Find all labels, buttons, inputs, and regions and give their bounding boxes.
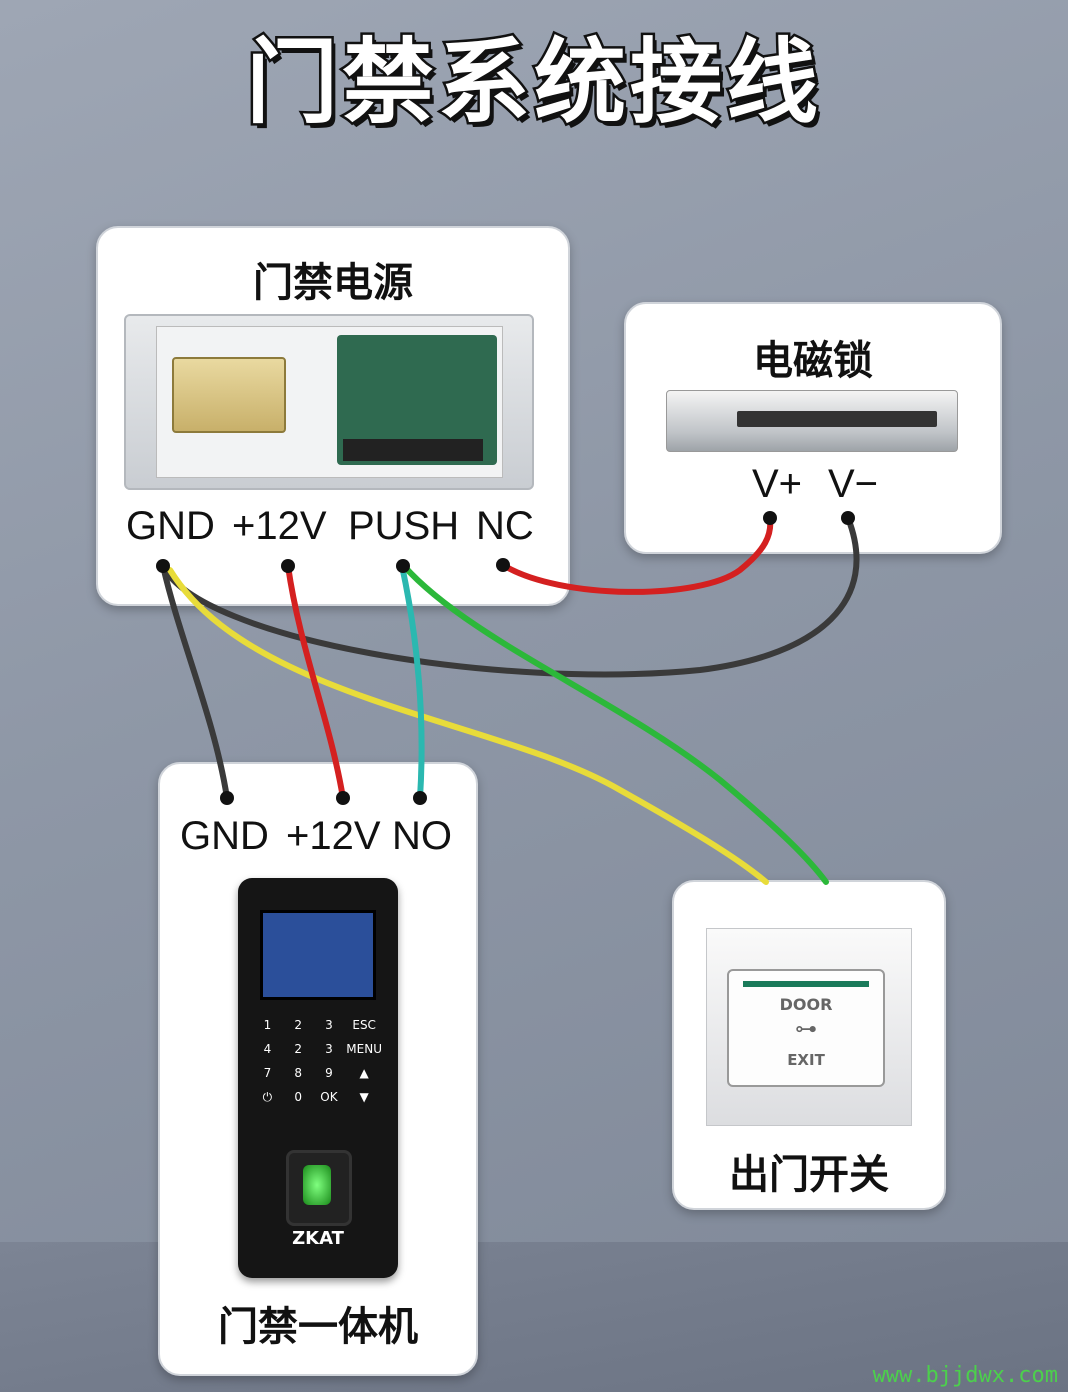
power-supply-title: 门禁电源 <box>253 260 413 306</box>
keypad-key: ▼ <box>359 1090 369 1104</box>
keypad-key: 0 <box>294 1090 302 1104</box>
psu-enclosure <box>156 326 503 478</box>
keypad-key: 3 <box>325 1042 333 1056</box>
exit-indicator-bar <box>743 981 869 987</box>
lock-terminal-vminus: V− <box>828 462 879 506</box>
mag-lock-title: 电磁锁 <box>753 338 873 384</box>
fingerprint-glow <box>303 1165 331 1205</box>
psu-push-terminal-dot <box>396 559 410 573</box>
exit-label-exit: EXIT <box>787 1051 825 1069</box>
wire-teal-reader <box>399 563 425 801</box>
fingerprint-sensor-icon <box>286 1150 352 1226</box>
exit-label-door: DOOR <box>779 995 833 1014</box>
keypad-key: ⏻ <box>262 1090 273 1104</box>
lock-vminus-terminal-dot <box>841 511 855 525</box>
reader-terminal-12v: +12V <box>286 814 381 858</box>
wire-black-lock <box>160 515 860 678</box>
keypad-key: 3 <box>325 1018 333 1032</box>
lock-terminal-vplus: V+ <box>752 462 803 506</box>
transformer-icon <box>172 357 286 433</box>
wire-black-reader <box>160 563 230 801</box>
reader-no-terminal-dot <box>413 791 427 805</box>
wire-green-exit <box>401 563 829 885</box>
wire-yellow-exit <box>167 567 769 885</box>
reader-brand: ZKAT <box>292 1228 344 1249</box>
page-title: 门禁系统接线 <box>243 27 822 139</box>
exit-button-title: 出门开关 <box>729 1152 889 1198</box>
psu-terminal-gnd: GND <box>126 504 215 548</box>
keypad-key: 4 <box>263 1042 272 1056</box>
keypad-key: OK <box>320 1090 338 1104</box>
psu-12v-terminal-dot <box>281 559 295 573</box>
key-icon: ⊶ <box>795 1017 817 1042</box>
exit-button-image: DOOR ⊶ EXIT <box>706 928 912 1126</box>
reader-screen <box>260 910 376 1000</box>
power-supply-image <box>124 314 534 490</box>
keypad-key: 9 <box>325 1066 333 1080</box>
psu-gnd-terminal-dot <box>156 559 170 573</box>
wire-red-lock <box>500 515 774 595</box>
reader-keypad: 1 2 3 ESC 4 2 3 MENU 7 8 9 ▲ ⏻ 0 OK ▼ <box>254 1018 382 1105</box>
access-reader-image: 1 2 3 ESC 4 2 3 MENU 7 8 9 ▲ ⏻ 0 OK ▼ ZK… <box>238 878 398 1278</box>
keypad-key: ESC <box>352 1018 376 1032</box>
wire-red-reader <box>285 563 346 801</box>
reader-terminal-no: NO <box>392 814 452 858</box>
reader-terminal-gnd: GND <box>180 814 269 858</box>
psu-terminal-push: PUSH <box>348 504 460 548</box>
mag-lock-slot <box>737 411 937 427</box>
keypad-key: 1 <box>263 1018 272 1032</box>
terminal-block-icon <box>343 439 483 461</box>
psu-nc-terminal-dot <box>496 558 510 572</box>
psu-terminal-12v: +12V <box>232 504 327 548</box>
reader-gnd-terminal-dot <box>220 791 234 805</box>
keypad-key: 2 <box>294 1042 302 1056</box>
keypad-key: MENU <box>346 1042 382 1056</box>
keypad-key: 2 <box>294 1018 302 1032</box>
lock-vplus-terminal-dot <box>763 511 777 525</box>
psu-terminal-nc: NC <box>476 504 534 548</box>
mag-lock-image <box>666 390 958 452</box>
reader-12v-terminal-dot <box>336 791 350 805</box>
keypad-key: ▲ <box>359 1066 369 1080</box>
watermark: www.bjjdwx.com <box>872 1363 1058 1388</box>
keypad-key: 8 <box>294 1066 302 1080</box>
keypad-key: 7 <box>263 1066 272 1080</box>
reader-title: 门禁一体机 <box>218 1304 418 1350</box>
exit-push-button: DOOR ⊶ EXIT <box>727 969 885 1087</box>
